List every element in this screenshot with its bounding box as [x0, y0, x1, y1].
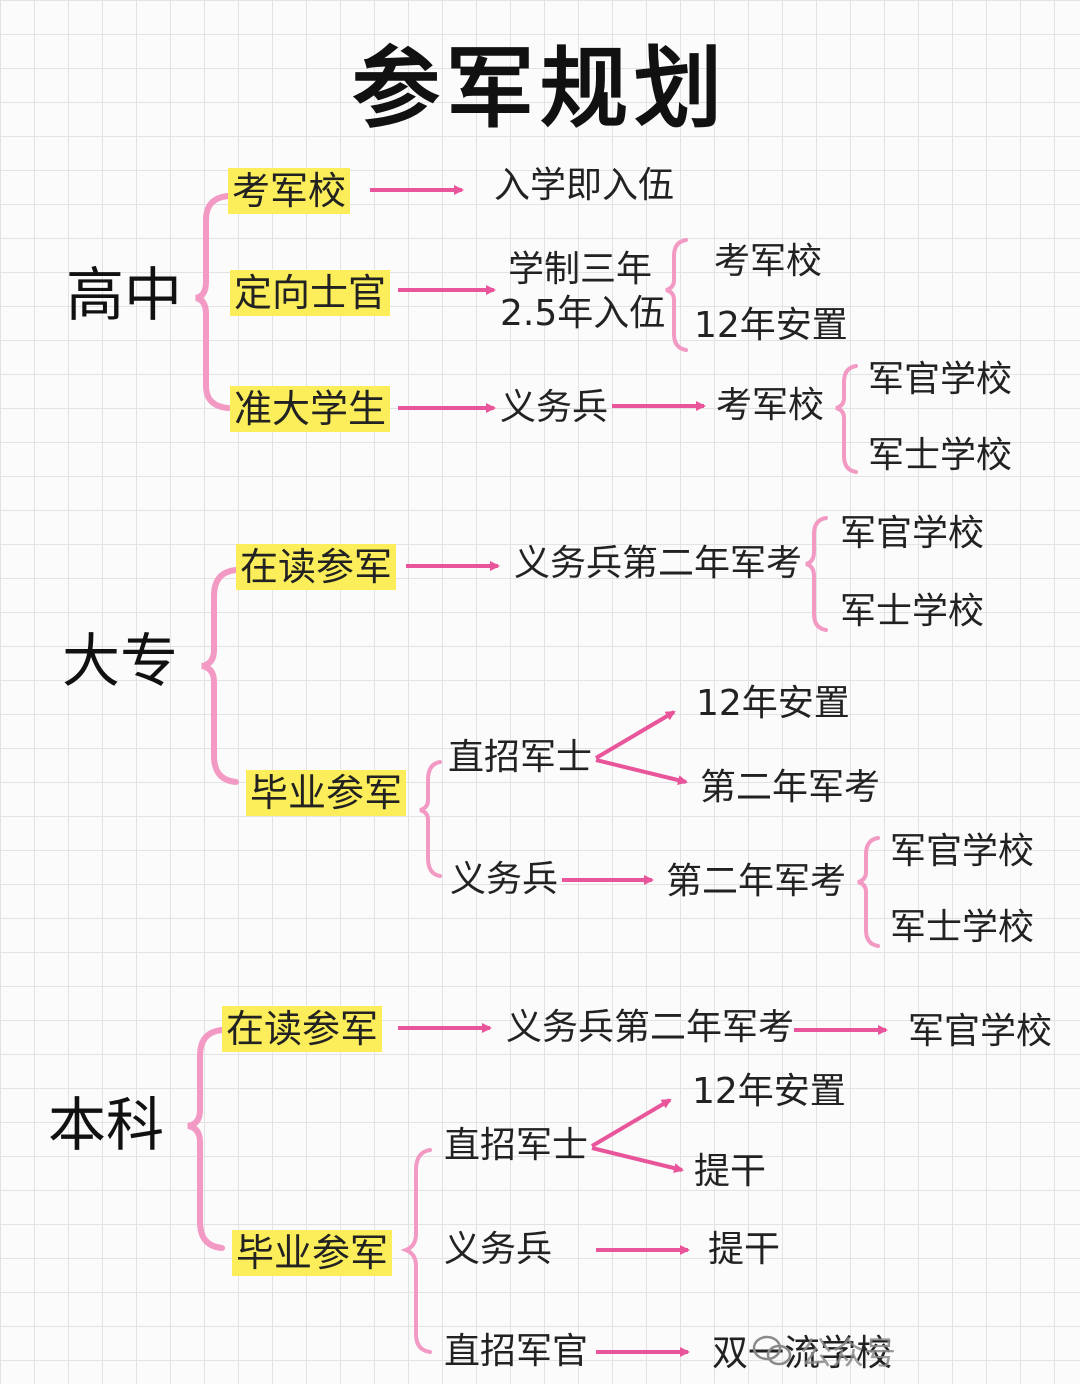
node-text: 义务兵第二年军考: [506, 1007, 795, 1048]
node-text: 军士学校: [890, 907, 1035, 948]
path-biye: 毕业参军: [246, 770, 407, 816]
node-text: 12年安置: [692, 1071, 846, 1112]
watermark: 公众号: [800, 1334, 897, 1372]
node-text: 直招军士: [448, 737, 593, 778]
arrow: [590, 1098, 672, 1148]
path-zaidu: 在读参军: [222, 1006, 383, 1052]
node-text: 考军校: [714, 241, 823, 282]
path-zaidu: 在读参军: [236, 544, 397, 590]
node-text: 双一流学校: [712, 1333, 893, 1374]
node-text: 第二年军考: [700, 767, 881, 808]
node-text: 军士学校: [868, 435, 1013, 476]
node-text: 学制三年: [508, 249, 653, 290]
level-gaozhong: 高中: [66, 261, 183, 329]
node-text: 直招军官: [444, 1331, 589, 1372]
node-text: 直招军士: [444, 1125, 589, 1166]
arrow: [595, 758, 688, 785]
node-text: 入学即入伍: [494, 165, 675, 206]
node-text: 义务兵: [450, 859, 559, 900]
node-text: 提干: [694, 1151, 767, 1192]
node-text: 12年安置: [696, 683, 850, 724]
node-text: 义务兵: [444, 1229, 553, 1270]
brace-dz-yiwubing: [857, 836, 880, 948]
node-text: 军官学校: [890, 831, 1035, 872]
arrow: [594, 710, 676, 760]
brace-dingxiang: [665, 238, 688, 352]
node-text: 军官学校: [868, 359, 1013, 400]
node-text: 义务兵第二年军考: [514, 543, 803, 584]
path-kaojunxiao: 考军校: [228, 168, 351, 214]
level-benke: 本科: [48, 1091, 165, 1159]
path-biye: 毕业参军: [232, 1230, 393, 1276]
brace-dazhuan: [201, 567, 239, 785]
brace-dz-zaidu: [805, 516, 828, 632]
page-title: 参军规划: [351, 37, 728, 140]
wechat-icon: [752, 1335, 792, 1366]
brace-benke: [187, 1027, 225, 1251]
arrow: [591, 1146, 684, 1173]
node-text: 2.5年入伍: [500, 293, 666, 334]
node-text: 军官学校: [908, 1011, 1053, 1052]
node-text: 第二年军考: [666, 861, 847, 902]
path-dingxiang: 定向士官: [230, 270, 391, 316]
path-zhun: 准大学生: [230, 386, 391, 432]
brace-zhun: [835, 364, 858, 474]
brace-dz-biye: [419, 760, 442, 878]
node-text: 义务兵: [500, 387, 609, 428]
node-text: 考军校: [716, 385, 825, 426]
node-text: 军士学校: [840, 591, 985, 632]
level-dazhuan: 大专: [62, 627, 179, 695]
node-text: 提干: [708, 1229, 781, 1270]
brace-bk-biye: [400, 1148, 432, 1354]
node-text: 军官学校: [840, 513, 985, 554]
brace-gaozhong: [195, 193, 231, 411]
node-text: 12年安置: [694, 305, 848, 346]
